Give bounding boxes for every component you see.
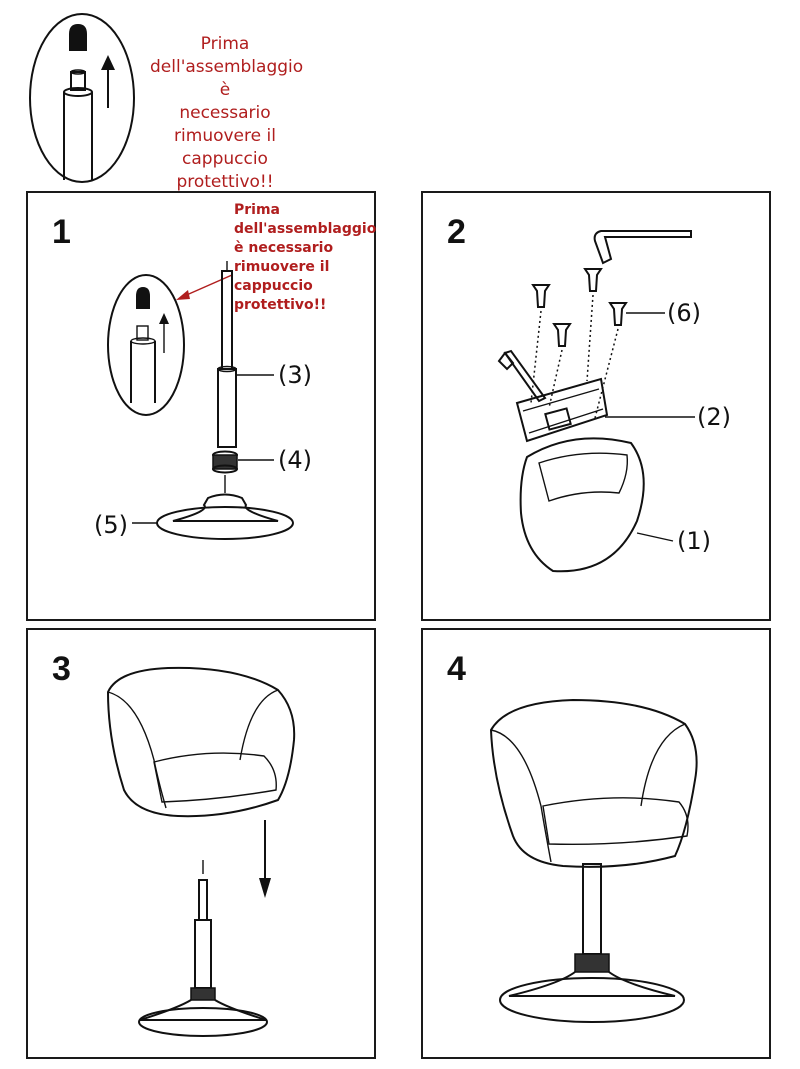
warning-line: necessario bbox=[179, 103, 271, 123]
part-label-1: (1) bbox=[677, 527, 711, 555]
part-label-4: (4) bbox=[278, 446, 312, 474]
step-1-warning-text: Prima dell'assemblaggio è necessario rim… bbox=[234, 201, 384, 315]
warning-line: dell'assemblaggio è bbox=[150, 57, 304, 100]
step-3-panel: 3 bbox=[26, 628, 376, 1059]
warning-line: cappuccio bbox=[234, 278, 313, 294]
top-warning-illustration bbox=[29, 13, 135, 183]
warning-line: protettivo!! bbox=[176, 172, 274, 192]
warning-line: è necessario bbox=[234, 240, 334, 256]
allen-key-icon bbox=[593, 230, 692, 265]
step-2-panel: 2 (6) (2) (1) bbox=[421, 191, 771, 621]
arrow-up-icon bbox=[159, 313, 169, 353]
step-number: 1 bbox=[52, 213, 71, 251]
warning-line: rimuovere il bbox=[174, 126, 276, 146]
part-label-5: (5) bbox=[94, 511, 128, 539]
step-number: 3 bbox=[52, 650, 71, 688]
protective-cap-icon bbox=[136, 287, 150, 309]
warning-line: cappuccio bbox=[182, 149, 268, 169]
step-3-illustration bbox=[106, 666, 296, 1037]
warning-line: dell'assemblaggio bbox=[234, 221, 377, 237]
arrow-up-icon bbox=[101, 55, 115, 108]
warning-line: rimuovere il bbox=[234, 259, 330, 275]
step-number: 4 bbox=[447, 650, 466, 688]
step-1-panel: 1 Prima dell'assemblaggio è necessario r… bbox=[26, 191, 376, 621]
step-1-illustration bbox=[107, 261, 294, 540]
part-label-3: (3) bbox=[278, 361, 312, 389]
step-number: 2 bbox=[447, 213, 466, 251]
step-4-illustration bbox=[489, 698, 698, 1023]
gas-lift-icon bbox=[130, 325, 156, 403]
gas-lift-icon bbox=[63, 69, 93, 180]
step-4-panel: 4 bbox=[421, 628, 771, 1059]
protective-cap-icon bbox=[69, 24, 87, 51]
part-label-6: (6) bbox=[667, 299, 701, 327]
top-warning-text: Prima dell'assemblaggio è necessario rim… bbox=[150, 33, 304, 194]
part-label-2: (2) bbox=[697, 403, 731, 431]
warning-line: protettivo!! bbox=[234, 297, 327, 313]
screw-icon bbox=[531, 268, 628, 347]
arrow-down-icon bbox=[259, 820, 271, 898]
step-2-illustration bbox=[497, 230, 695, 573]
warning-line: Prima bbox=[234, 202, 280, 218]
warning-line: Prima bbox=[200, 34, 250, 54]
